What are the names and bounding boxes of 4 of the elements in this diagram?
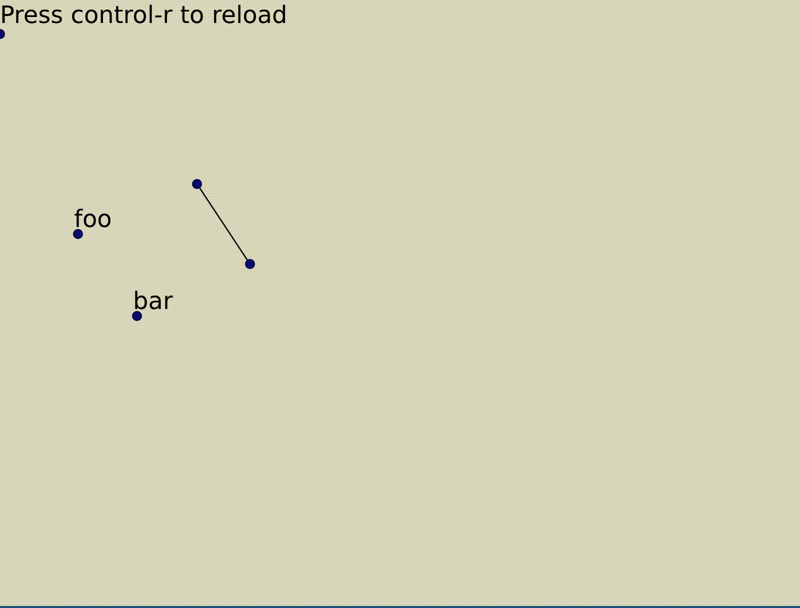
connector-line xyxy=(199,188,248,260)
point-label: foo xyxy=(74,206,112,232)
instruction-text: Press control-r to reload xyxy=(0,2,288,28)
point-label: bar xyxy=(133,288,173,314)
